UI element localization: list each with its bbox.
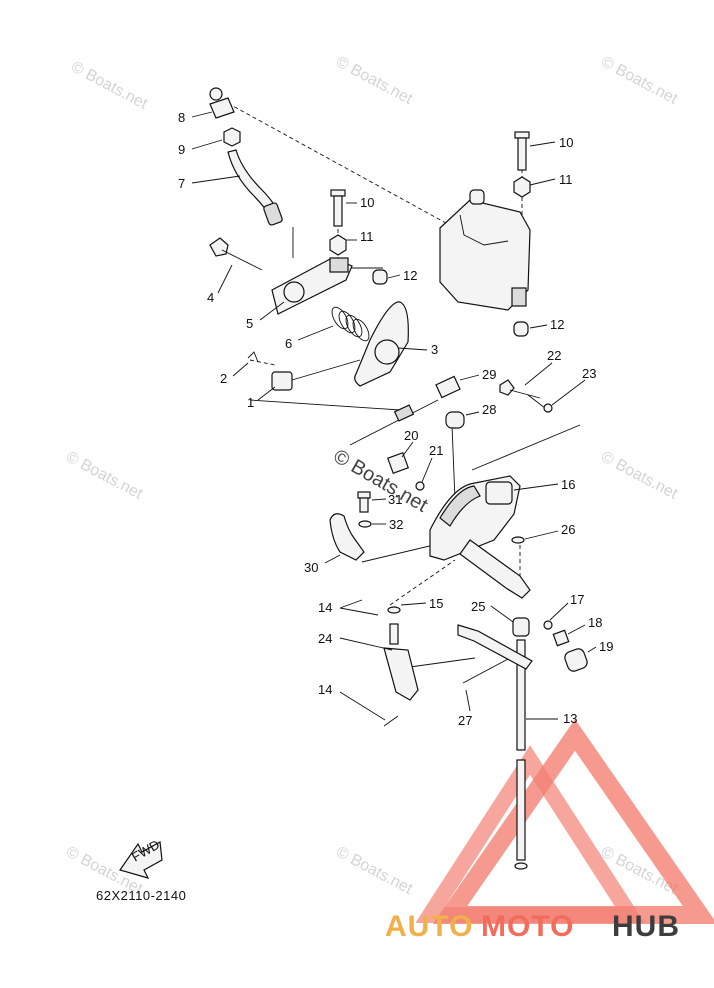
part-10-bolt [330, 189, 346, 227]
watermark: © Boats.net [333, 54, 415, 109]
label-14-top: 14 [318, 600, 332, 615]
label-8: 8 [178, 110, 185, 125]
part-25-collar [512, 617, 530, 637]
part-14-pin [383, 715, 399, 727]
label-11: 11 [360, 229, 374, 244]
brand-auto: AUTO [385, 910, 473, 943]
part-26-washer [511, 536, 525, 544]
label-12-right: 12 [550, 317, 564, 332]
label-21: 21 [429, 443, 443, 458]
part-8-clip [209, 87, 235, 119]
watermark-center: © Boats.net [330, 445, 432, 517]
brand-logo-icon [415, 719, 714, 924]
label-7: 7 [178, 176, 185, 191]
label-29: 29 [482, 367, 496, 382]
label-32: 32 [389, 517, 403, 532]
label-20: 20 [404, 428, 418, 443]
label-24: 24 [318, 631, 332, 646]
brand-hub: HUB [612, 910, 680, 943]
label-25: 25 [471, 599, 485, 614]
label-30: 30 [304, 560, 318, 575]
part-2-pin [247, 351, 259, 363]
parts: FWD [119, 87, 588, 879]
label-28: 28 [482, 402, 496, 417]
part-13-shift-rod [514, 639, 528, 870]
fwd-arrow-icon: FWD [119, 837, 163, 879]
label-12: 12 [403, 268, 417, 283]
label-1: 1 [247, 395, 254, 410]
brand-moto: MOTO [481, 910, 574, 943]
part-29-link-rod [349, 375, 461, 446]
label-14-bottom: 14 [318, 682, 332, 697]
label-3: 3 [431, 342, 438, 357]
label-2: 2 [220, 371, 227, 386]
watermark: © Boats.net [68, 59, 150, 114]
part-11-nut-right [513, 176, 531, 198]
part-31-bolt [357, 491, 371, 513]
part-15-washer [387, 606, 401, 614]
part-32-washer [358, 520, 372, 528]
part-3-cam-lever [354, 301, 409, 387]
label-13: 13 [563, 711, 577, 726]
part-housing [439, 189, 531, 311]
watermark: © Boats.net [333, 844, 415, 899]
watermark: © Boats.net [598, 449, 680, 504]
label-22: 22 [547, 348, 561, 363]
part-24-shift-lever [383, 623, 419, 701]
part-9-nut [223, 127, 241, 147]
part-27-plate [457, 624, 533, 670]
part-10-bolt-right [514, 131, 530, 171]
part-21-washer [415, 481, 425, 491]
label-26: 26 [561, 522, 575, 537]
part-code: 62X2110-2140 [96, 888, 186, 903]
part-28-collar [445, 411, 465, 429]
part-11-nut [329, 234, 347, 256]
part-4-bolt [209, 237, 263, 271]
label-19: 19 [599, 639, 613, 654]
label-5: 5 [246, 316, 253, 331]
part-5-lever [271, 257, 353, 315]
part-23-washer [543, 403, 553, 413]
watermark: © Boats.net [63, 449, 145, 504]
label-11-right: 11 [559, 172, 573, 187]
brand-wordmark: AUTO MOTO HUB [385, 910, 680, 943]
label-16: 16 [561, 477, 575, 492]
label-6: 6 [285, 336, 292, 351]
label-18: 18 [588, 615, 602, 630]
part-16-shift-assembly [429, 475, 531, 599]
label-27: 27 [458, 713, 472, 728]
part-12-grommet-right [513, 321, 529, 337]
part-6-spring [331, 306, 370, 342]
part-20-bolt [386, 451, 410, 475]
label-17: 17 [570, 592, 584, 607]
label-15: 15 [429, 596, 443, 611]
part-labels: 8 9 7 10 11 10 11 12 12 4 5 6 3 2 1 29 2 [178, 110, 613, 728]
watermark: © Boats.net [598, 54, 680, 109]
label-23: 23 [582, 366, 596, 381]
part-18 [552, 629, 570, 647]
part-19-cap [564, 648, 588, 672]
part-17 [543, 620, 553, 630]
label-10-right: 10 [559, 135, 573, 150]
label-10: 10 [360, 195, 374, 210]
part-22-bolt [499, 379, 541, 399]
watermark-layer: © Boats.net © Boats.net © Boats.net © Bo… [63, 54, 680, 899]
part-12-grommet [372, 269, 388, 285]
label-9: 9 [178, 142, 185, 157]
part-1-block [271, 371, 293, 391]
label-4: 4 [207, 290, 214, 305]
part-30-bracket [329, 513, 365, 561]
label-31: 31 [388, 492, 402, 507]
